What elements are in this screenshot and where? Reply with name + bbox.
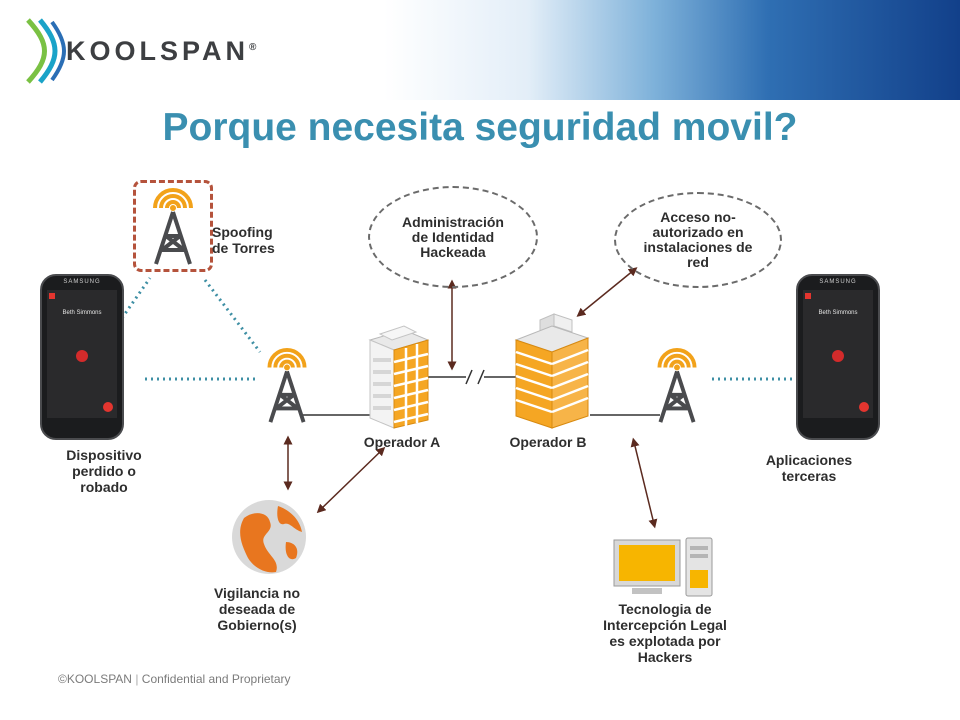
operator-b-building-icon: [514, 313, 590, 429]
globe-icon: [232, 500, 306, 574]
identity-hacked-bubble: Administración de Identidad Hackeada: [368, 186, 538, 288]
app-indicator-icon: [805, 293, 811, 299]
unauthorized-access-bubble: Acceso no- autorizado en instalaciones d…: [614, 192, 782, 288]
header-banner: [0, 0, 960, 100]
caller-name: Beth Simmons: [62, 310, 102, 316]
tower-a-icon: [267, 347, 307, 423]
page-title: Porque necesita seguridad movil?: [162, 106, 798, 149]
logo-wordmark: KOOLSPAN®: [66, 36, 261, 66]
operator-a-building-icon: [368, 325, 430, 429]
phone-brand-label: SAMSUNG: [819, 279, 857, 285]
operator-a-label: Operador A: [363, 434, 441, 450]
spoofing-highlight-box: [133, 180, 213, 272]
app-indicator-icon: [49, 293, 55, 299]
footer-note: ©KOOLSPAN | Confidential and Proprietary: [58, 672, 291, 686]
lock-icon: [832, 350, 844, 362]
lock-icon: [76, 350, 88, 362]
third-party-apps-phone: SAMSUNG Beth Simmons: [796, 274, 880, 440]
computer-icon: [613, 537, 713, 597]
tower-b-icon: [657, 347, 697, 423]
phone-screen: Beth Simmons: [803, 290, 873, 418]
phone-screen: Beth Simmons: [47, 290, 117, 418]
lost-phone: SAMSUNG Beth Simmons: [40, 274, 124, 440]
phone-brand-label: SAMSUNG: [63, 279, 101, 285]
end-call-icon: [859, 402, 869, 412]
caller-name: Beth Simmons: [818, 310, 858, 316]
end-call-icon: [103, 402, 113, 412]
spoofed-tower-icon: [153, 188, 193, 265]
koolspan-logo-icon: [26, 18, 66, 84]
operator-b-label: Operador B: [509, 434, 587, 450]
